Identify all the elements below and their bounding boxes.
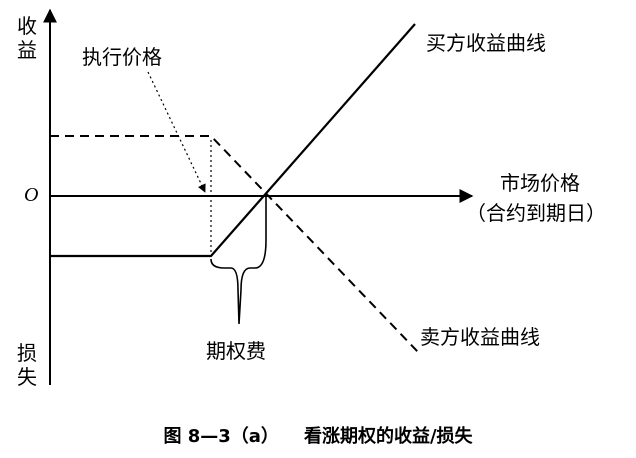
figure-caption: 图 8—3（a） 看涨期权的收益/损失 xyxy=(163,426,473,447)
strike-label-leader xyxy=(147,71,206,193)
seller-curve-label: 卖方收益曲线 xyxy=(420,325,540,349)
seller-payoff-curve xyxy=(50,135,419,353)
buyer-curve-label: 买方收益曲线 xyxy=(426,31,546,55)
premium-label: 期权费 xyxy=(206,339,266,363)
y-axis-label-gain: 收益 xyxy=(17,14,37,62)
y-axis-label-loss: 损失 xyxy=(17,341,37,389)
origin-label: O xyxy=(24,184,39,206)
strike-price-label: 执行价格 xyxy=(82,45,162,69)
x-axis-sublabel: （合约到期日） xyxy=(466,201,606,225)
premium-brace xyxy=(210,196,267,325)
x-axis-label: 市场价格 xyxy=(500,171,580,195)
